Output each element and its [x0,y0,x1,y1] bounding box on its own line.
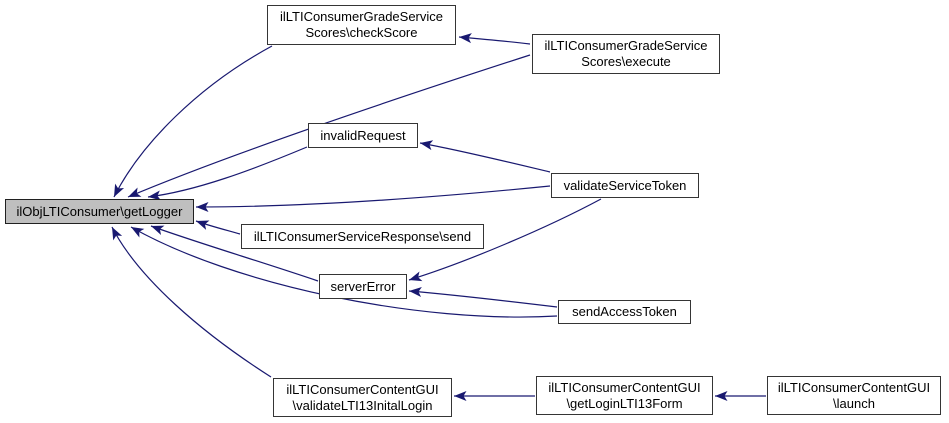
node-label: validateServiceToken [563,177,687,193]
node-label: Scores\execute [581,54,671,69]
node-label: sendAccessToken [572,304,677,319]
node-serviceresponse-send[interactable]: ilLTIConsumerServiceResponse\send [241,224,484,249]
node-validatelti13initallogin[interactable]: ilLTIConsumerContentGUI \validateLTI13In… [273,378,452,417]
node-checkscore[interactable]: ilLTIConsumerGradeService Scores\checkSc… [267,5,456,45]
node-invalidrequest[interactable]: invalidRequest [308,123,418,148]
edge-validateServiceToken-serverError [408,198,602,282]
edge-checkScore-getLogger [113,45,273,198]
edge-send-getLogger [195,220,241,235]
node-servererror[interactable]: serverError [319,274,407,299]
node-label: invalidRequest [320,127,406,143]
node-label: serverError [330,278,396,294]
node-validateservicetoken[interactable]: validateServiceToken [551,173,699,198]
node-getloginlti13form[interactable]: ilLTIConsumerContentGUI \getLoginLTI13Fo… [536,376,713,415]
node-label: ilLTIConsumerGradeService [279,9,444,24]
node-label: ilLTIConsumerGradeService [544,38,708,53]
node-launch[interactable]: ilLTIConsumerContentGUI \launch [767,376,941,415]
edge-execute-checkScore [458,33,531,45]
edge-validateServiceToken-getLogger [195,185,551,212]
edge-serverError-getLogger [150,225,319,282]
edge-validateLTI13InitalLogin-getLogger [111,226,272,378]
edge-validateServiceToken-invalidRequest [419,140,551,173]
node-label: ilLTIConsumerContentGUI [286,381,439,397]
node-label: ilLTIConsumerContentGUI [777,379,931,395]
node-label: \validateLTI13InitalLogin [292,397,433,413]
node-label: \getLoginLTI13Form [566,395,683,411]
edge-invalidRequest-getLogger [147,146,308,201]
edge-sendAccessToken-serverError [408,287,558,308]
node-sendaccesstoken[interactable]: sendAccessToken [558,300,691,324]
node-label: ilLTIConsumerServiceResponse\send [253,228,472,244]
node-label: Scores\checkScore [305,25,418,40]
node-label: \launch [833,395,875,411]
node-label: ilLTIConsumerContentGUI [548,379,701,395]
node-execute[interactable]: ilLTIConsumerGradeService Scores\execute [532,34,720,74]
node-getlogger[interactable]: ilObjLTIConsumer\getLogger [5,199,194,224]
node-label: ilObjLTIConsumer\getLogger [16,203,183,219]
